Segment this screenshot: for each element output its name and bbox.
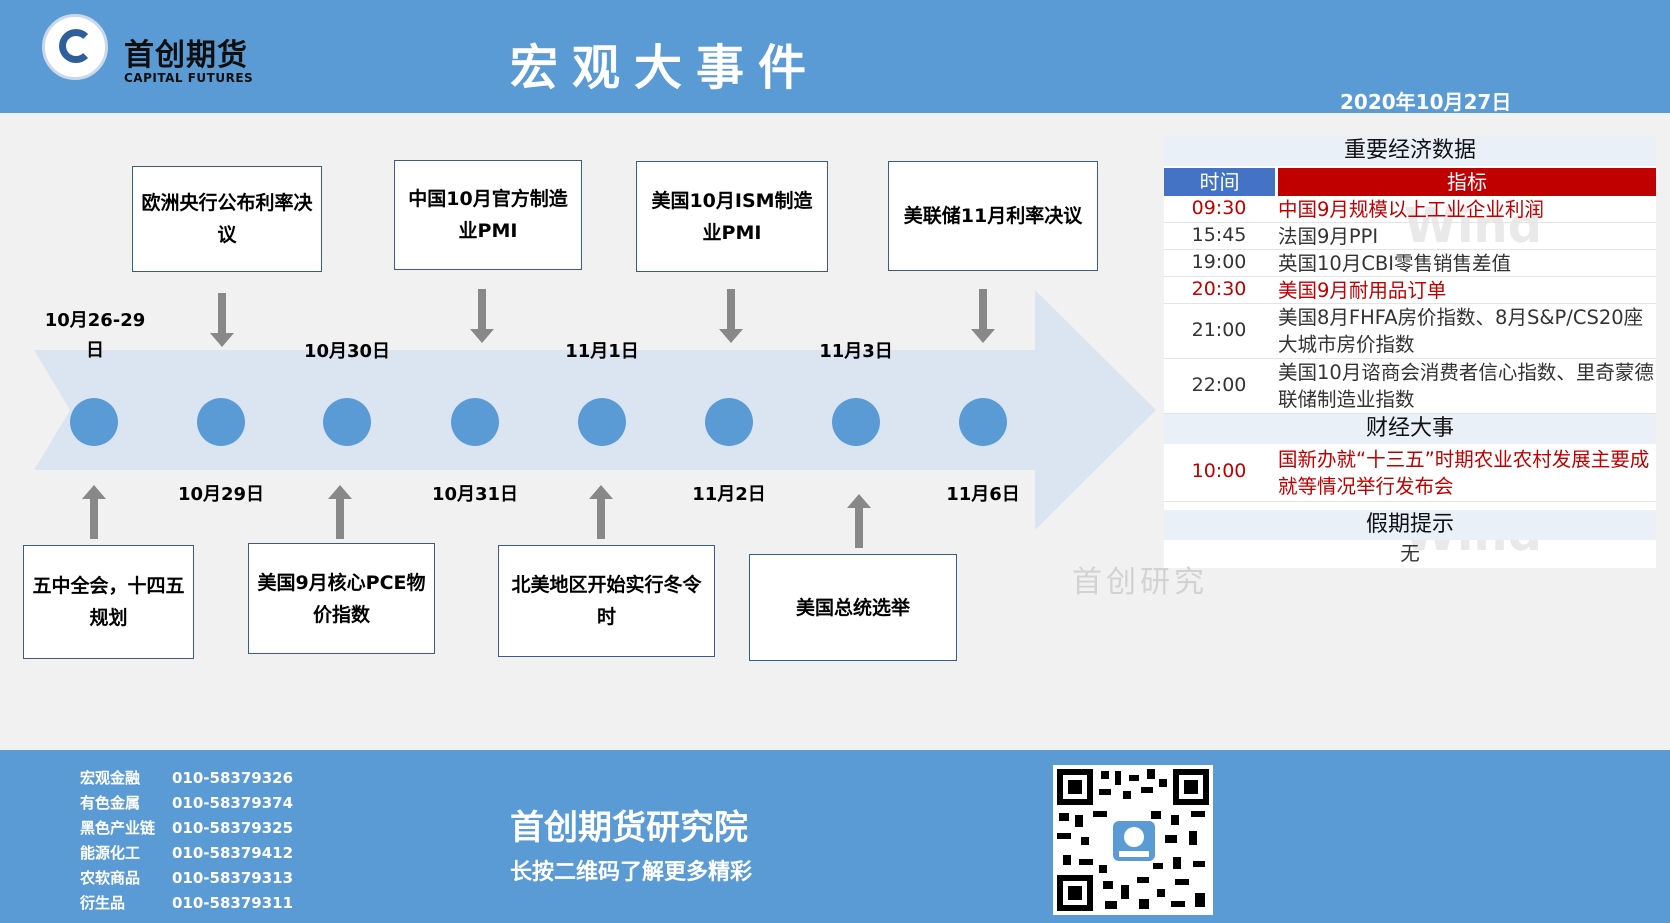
timeline-date: 11月6日 — [946, 484, 1020, 505]
event-box: 美国总统选举 — [749, 554, 957, 661]
logo-subtext: CAPITAL FUTURES — [124, 71, 254, 85]
event-box: 美国9月核心PCE物价指数 — [248, 543, 435, 654]
row-time: 21:00 — [1191, 319, 1247, 341]
event-row: 10:00 国新办就“十三五”时期农业农村发展主要成就等情况举行发布会 — [1164, 444, 1656, 502]
timeline-date: 10月31日 — [431, 484, 519, 505]
timeline-dot — [705, 398, 753, 446]
report-date: 2020年10月27日 — [1340, 90, 1512, 114]
table-row: 20:30 美国9月耐用品订单 — [1164, 277, 1656, 304]
contact-category: 农软商品 — [80, 869, 141, 887]
timeline-date: 10月26-29日 — [44, 310, 146, 361]
holiday-text: 无 — [1400, 542, 1420, 565]
timeline-dot — [451, 398, 499, 446]
row-time: 09:30 — [1191, 197, 1247, 219]
table-row: 21:00 美国8月FHFA房价指数、8月S&P/CS20座大城市房价指数 — [1164, 304, 1656, 359]
qr-code-icon[interactable] — [1053, 765, 1213, 915]
contact-phone: 010-58379374 — [172, 794, 294, 812]
table-row: 15:45 法国9月PPI — [1164, 223, 1656, 250]
contact-category: 衍生品 — [80, 894, 126, 912]
contact-line: 衍生品 010-58379311 — [80, 892, 293, 913]
contact-phone: 010-58379313 — [172, 869, 294, 887]
contact-line: 有色金属 010-58379374 — [80, 792, 293, 813]
event-time: 10:00 — [1191, 460, 1247, 482]
up-arrow-icon — [589, 485, 613, 539]
logo-icon — [42, 14, 108, 80]
contact-category: 有色金属 — [80, 794, 141, 812]
contact-phone: 010-58379326 — [172, 769, 294, 787]
row-indicator: 中国9月规模以上工业企业利润 — [1278, 198, 1544, 221]
row-time: 19:00 — [1191, 251, 1247, 273]
up-arrow-icon — [328, 485, 352, 539]
logo-text: 首创期货 — [124, 38, 248, 73]
up-arrow-icon — [82, 485, 106, 539]
contact-phone: 010-58379311 — [172, 894, 294, 912]
timeline-date: 10月29日 — [177, 484, 265, 505]
timeline-date: 11月3日 — [819, 341, 893, 362]
table-row: 22:00 美国10月谘商会消费者信心指数、里奇蒙德联储制造业指数 — [1164, 359, 1656, 414]
timeline-date: 11月1日 — [565, 341, 639, 362]
watermark: Wind — [1404, 198, 1542, 254]
timeline-dot — [578, 398, 626, 446]
contact-line: 能源化工 010-58379412 — [80, 842, 293, 863]
row-indicator: 法国9月PPI — [1278, 225, 1379, 248]
table-row: 19:00 英国10月CBI零售销售差值 — [1164, 250, 1656, 277]
header-bar: 首创期货 CAPITAL FUTURES 宏观大事件 2020年10月27日 — [0, 0, 1670, 114]
section-title-data: 重要经济数据 — [1164, 136, 1656, 166]
watermark: 首创研究 — [1072, 565, 1208, 600]
down-arrow-icon — [210, 293, 234, 347]
down-arrow-icon — [470, 289, 494, 343]
row-time: 15:45 — [1191, 224, 1247, 246]
timeline-dot — [197, 398, 245, 446]
footer-bar: 宏观金融 010-58379326 有色金属 010-58379374 黑色产业链 0… — [0, 750, 1670, 923]
event-box: 五中全会，十四五规划 — [23, 545, 194, 659]
event-text: 国新办就“十三五”时期农业农村发展主要成就等情况举行发布会 — [1278, 448, 1650, 498]
event-box: 美国10月ISM制造业PMI — [636, 161, 828, 272]
timeline-dot — [323, 398, 371, 446]
column-header-indicator: 指标 — [1278, 168, 1656, 196]
row-indicator: 美国10月谘商会消费者信心指数、里奇蒙德联储制造业指数 — [1278, 361, 1654, 411]
contact-category: 宏观金融 — [80, 769, 141, 787]
row-indicator: 美国8月FHFA房价指数、8月S&P/CS20座大城市房价指数 — [1278, 306, 1644, 356]
timeline-dot — [959, 398, 1007, 446]
institute-name: 首创期货研究院 — [510, 808, 748, 848]
event-box: 美联储11月利率决议 — [888, 161, 1098, 271]
timeline-dot — [832, 398, 880, 446]
column-header-time: 时间 — [1164, 168, 1275, 196]
event-box: 欧洲央行公布利率决议 — [132, 166, 322, 272]
row-indicator: 英国10月CBI零售销售差值 — [1278, 252, 1512, 275]
contact-phone: 010-58379325 — [172, 819, 294, 837]
up-arrow-icon — [847, 494, 871, 548]
contact-line: 黑色产业链 010-58379325 — [80, 817, 293, 838]
down-arrow-icon — [971, 289, 995, 343]
timeline-date: 11月2日 — [692, 484, 766, 505]
slogan: 长按二维码了解更多精彩 — [510, 860, 753, 885]
contact-phone: 010-58379412 — [172, 844, 294, 862]
event-box: 中国10月官方制造业PMI — [394, 160, 582, 270]
row-time: 22:00 — [1191, 374, 1247, 396]
page-title: 宏观大事件 — [510, 40, 821, 96]
event-box: 北美地区开始实行冬令时 — [498, 545, 715, 657]
down-arrow-icon — [719, 289, 743, 343]
contact-category: 能源化工 — [80, 844, 141, 862]
row-time: 20:30 — [1191, 278, 1247, 300]
row-indicator: 美国9月耐用品订单 — [1278, 279, 1447, 302]
section-title-holiday: 假期提示 — [1164, 510, 1656, 540]
timeline-date: 10月30日 — [303, 341, 391, 362]
holiday-row: 无 — [1164, 540, 1656, 568]
economic-data-panel: Wind Wind 重要经济数据 时间 指标 09:30 中国9月规模以上工业企… — [1164, 136, 1656, 568]
section-title-events: 财经大事 — [1164, 414, 1656, 444]
contact-category: 黑色产业链 — [80, 819, 156, 837]
contact-line: 农软商品 010-58379313 — [80, 867, 293, 888]
table-row: 09:30 中国9月规模以上工业企业利润 — [1164, 196, 1656, 223]
timeline-dot — [70, 398, 118, 446]
contact-line: 宏观金融 010-58379326 — [80, 767, 293, 788]
